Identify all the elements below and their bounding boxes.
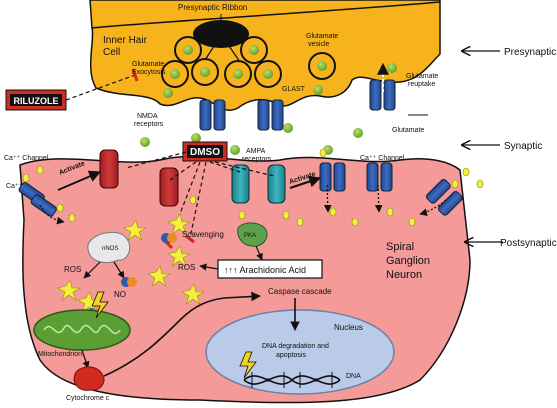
- label-spiral-3: Neuron: [386, 269, 422, 281]
- dna-helix: [243, 375, 341, 385]
- label-ca-channel-left: Ca⁺⁺ Channel: [4, 155, 49, 162]
- label-pka: PKA: [244, 233, 256, 239]
- label-no: NO: [114, 290, 126, 299]
- label-nucleus: Nucleus: [334, 323, 363, 332]
- lightning-nucleus: [239, 351, 257, 379]
- label-arachidonic-acid: ↑↑↑ Arachidonic Acid: [224, 265, 306, 275]
- label-glutamate-reuptake-1: Glutamate: [406, 73, 438, 80]
- nucleus: [205, 309, 395, 395]
- label-ampa-1: AMPA: [246, 148, 266, 155]
- label-nnos: nNOS: [102, 246, 118, 252]
- label-scavenging: Scavenging: [182, 230, 224, 239]
- label-glutamate-exocytosis-1: Glutamate: [132, 61, 164, 68]
- label-glutamate-exocytosis-2: Exocytosis: [132, 69, 166, 76]
- glutamate-vesicles: [161, 36, 336, 88]
- nnos-shape: [87, 231, 131, 264]
- label-dmso: DMSO: [190, 147, 220, 158]
- label-presynaptic-ribbon: Presynaptic Ribbon: [178, 3, 247, 12]
- presynaptic-ribbon: [193, 20, 249, 48]
- pka-shape: [237, 222, 268, 247]
- ros-stars: [57, 213, 206, 313]
- label-riluzole: RILUZOLE: [14, 96, 59, 106]
- label-glutamate-vesicle-2: vesicle: [308, 41, 330, 48]
- lightning-mito: [91, 291, 109, 319]
- calcium-ions: [22, 148, 484, 227]
- label-ros-left: ROS: [64, 265, 81, 274]
- label-glutamate: Glutamate: [392, 127, 424, 134]
- label-spiral-1: Spiral: [386, 241, 414, 253]
- label-inner-hair-cell-1: Inner Hair: [103, 35, 148, 46]
- side-label-presynaptic: Presynaptic: [504, 47, 556, 58]
- label-ca-left: Ca⁺⁺: [6, 183, 23, 190]
- cytochrome-c-shape: [73, 366, 105, 391]
- label-ros-mid: ROS: [178, 263, 195, 272]
- label-glutamate-reuptake-2: reuptake: [408, 81, 435, 88]
- label-ca-channel-right: Ca⁺⁺ Channel: [360, 155, 405, 162]
- activate-arrow-left: [57, 170, 102, 191]
- label-caspase: Caspase cascade: [268, 287, 332, 296]
- mitochondrion: [33, 309, 131, 351]
- label-glast: GLAST: [282, 86, 306, 93]
- nmda-receptor: [99, 149, 179, 207]
- activate-arrow-right: [289, 175, 322, 189]
- label-ampa-2: receptors: [242, 156, 272, 163]
- ca-channel-right: [319, 162, 393, 192]
- side-label-synaptic: Synaptic: [504, 141, 542, 152]
- label-dna-degradation-2: apoptosis: [276, 352, 306, 359]
- label-inner-hair-cell-2: Cell: [103, 47, 120, 58]
- side-label-postsynaptic: Postsynaptic: [500, 238, 557, 249]
- ca-channel-far-right: [426, 179, 463, 216]
- label-glutamate-vesicle-1: Glutamate: [306, 33, 338, 40]
- ampa-receptor: [231, 164, 286, 204]
- label-cytochrome-c: Cytochrome c: [66, 395, 110, 402]
- label-nmda-2: receptors: [134, 121, 164, 128]
- label-nmda-1: NMDA: [137, 113, 158, 120]
- label-mitochondrion: Mitochondrion: [38, 351, 82, 358]
- label-dna-degradation-1: DNA degradation and: [262, 343, 329, 350]
- ca-channel-left: [18, 182, 57, 217]
- label-spiral-2: Ganglion: [386, 255, 430, 267]
- presynaptic-channels: [199, 79, 396, 131]
- label-dna: DNA: [346, 373, 361, 380]
